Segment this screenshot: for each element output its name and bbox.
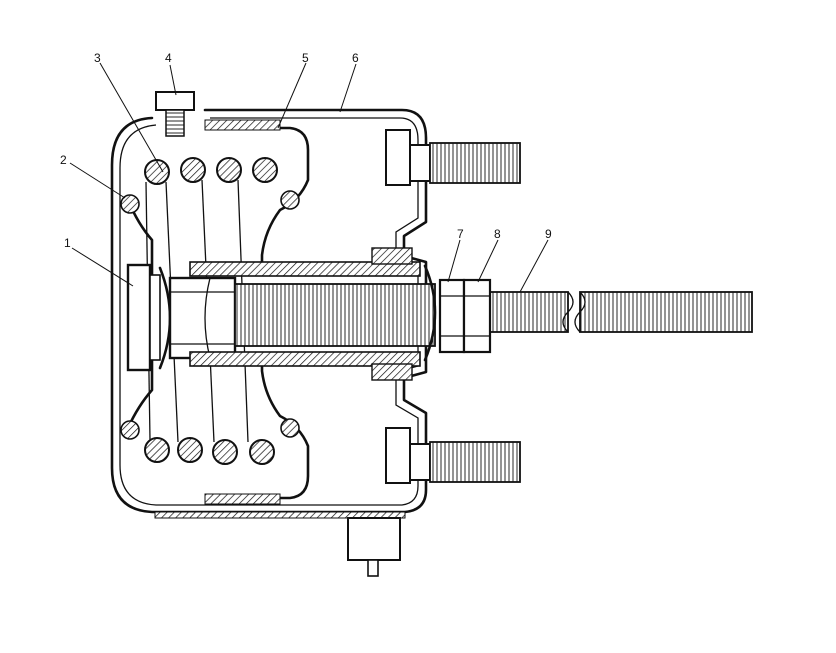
coil-spring (120, 157, 300, 465)
callout-1: 1 (64, 236, 71, 250)
upper-mounting-stud (385, 129, 521, 186)
air-port (347, 517, 401, 577)
callout-4: 4 (165, 51, 172, 65)
callout-9: 9 (545, 227, 552, 241)
callout-3: 3 (94, 51, 101, 65)
tube-seals (371, 247, 413, 381)
callout-2: 2 (60, 153, 67, 167)
callouts: 1 2 3 4 5 6 7 8 9 (60, 51, 552, 250)
callout-5: 5 (302, 51, 309, 65)
left-nut (168, 276, 237, 360)
washer-nut-assembly (423, 264, 492, 362)
housing (110, 108, 428, 519)
release-plate (126, 263, 172, 372)
lower-mounting-stud (385, 427, 521, 484)
leader-lines (69, 62, 549, 293)
release-bolt (234, 283, 753, 347)
callout-7: 7 (457, 227, 464, 241)
central-tube (189, 261, 421, 367)
vent-plug (155, 91, 195, 137)
callout-8: 8 (494, 227, 501, 241)
callout-6: 6 (352, 51, 359, 65)
